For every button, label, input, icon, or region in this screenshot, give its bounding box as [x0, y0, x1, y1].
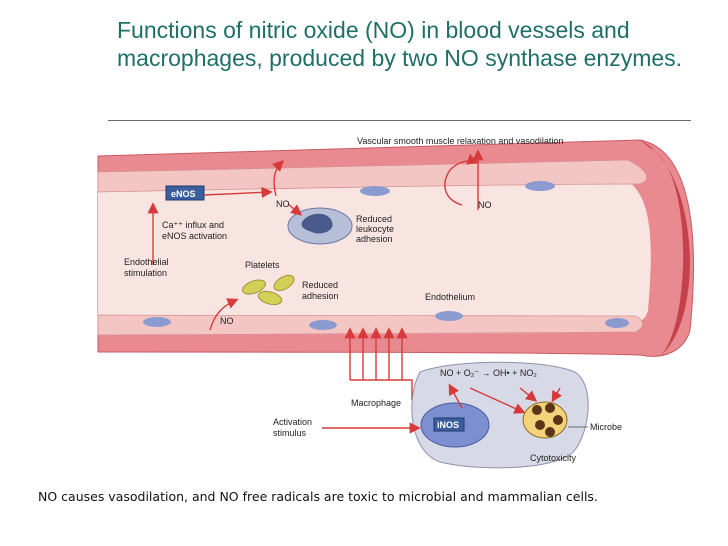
reaction-label: NO + O₂⁻ → OH• + NO₂: [440, 368, 537, 378]
endothelial-nucleus: [309, 320, 337, 330]
no-bottom-label: NO: [220, 316, 234, 326]
reduced-adhesion-label-2: adhesion: [302, 291, 339, 301]
leukocyte-nucleus: [301, 213, 333, 234]
endothelial-nucleus: [525, 181, 555, 191]
arrow-enos-to-no: [203, 186, 273, 198]
arrow-reaction-2: [519, 387, 538, 402]
cytotoxicity-label: Cytotoxicity: [530, 453, 577, 463]
title-divider: [108, 120, 691, 121]
endothelial-nucleus: [605, 318, 629, 328]
inos-label: iNOS: [437, 420, 459, 430]
arrow-no-right-up: [444, 154, 479, 206]
platelet: [242, 279, 266, 295]
slide-caption: NO causes vasodilation, and NO free radi…: [38, 489, 598, 504]
ca-influx-label-2: eNOS activation: [162, 231, 227, 241]
microbe-cell: [545, 427, 555, 437]
vasodilation-label: Vascular smooth muscle relaxation and va…: [357, 136, 563, 146]
endothelial-nucleus: [143, 317, 171, 327]
endothelial-nucleus: [360, 186, 390, 196]
activation-label-1: Activation: [273, 417, 312, 427]
reduced-leukocyte-label-3: adhesion: [356, 234, 393, 244]
no-right-label: NO: [478, 200, 492, 210]
arrow-reaction-1: [469, 387, 526, 414]
platelets-label: Platelets: [245, 260, 280, 270]
platelet: [257, 290, 283, 306]
vessel-end-cap: [640, 140, 690, 356]
arrow-macrophage-bracket: [350, 379, 413, 400]
microbe-cell: [535, 420, 545, 430]
vessel-lumen: [98, 176, 651, 326]
platelet: [273, 274, 295, 292]
reduced-leukocyte-label-1: Reduced: [356, 214, 392, 224]
endothelial-label-1: Endothelial: [124, 257, 169, 267]
ca-influx-label-1: Ca⁺⁺ influx and: [162, 220, 224, 230]
endothelial-label-2: stimulation: [124, 268, 167, 278]
endothelium-bottom: [97, 314, 643, 336]
activation-label-2: stimulus: [273, 428, 307, 438]
arrow-no-platelets: [209, 298, 239, 331]
microbe-label: Microbe: [590, 422, 622, 432]
arrow-no-leukocyte: [287, 203, 303, 216]
arrow-inos-to-no: [448, 383, 463, 409]
endothelium-top: [97, 159, 648, 193]
macrophage-label: Macrophage: [351, 398, 401, 408]
inos-box: [433, 417, 465, 432]
reduced-adhesion-label-1: Reduced: [302, 280, 338, 290]
reduced-leukocyte-label-2: leukocyte: [356, 224, 394, 234]
slide-title: Functions of nitric oxide (NO) in blood …: [117, 17, 683, 71]
arrow-no-up: [272, 160, 284, 197]
endothelial-nucleus: [435, 311, 463, 321]
enos-box: [165, 185, 205, 201]
endothelium-label: Endothelium: [425, 292, 475, 302]
enos-label: eNOS: [171, 189, 196, 199]
microbe-cell: [553, 415, 563, 425]
no-top-label: NO: [276, 199, 290, 209]
microbe-cell: [532, 405, 542, 415]
arrow-reaction-3: [551, 387, 563, 403]
microbe-cell: [545, 403, 555, 413]
